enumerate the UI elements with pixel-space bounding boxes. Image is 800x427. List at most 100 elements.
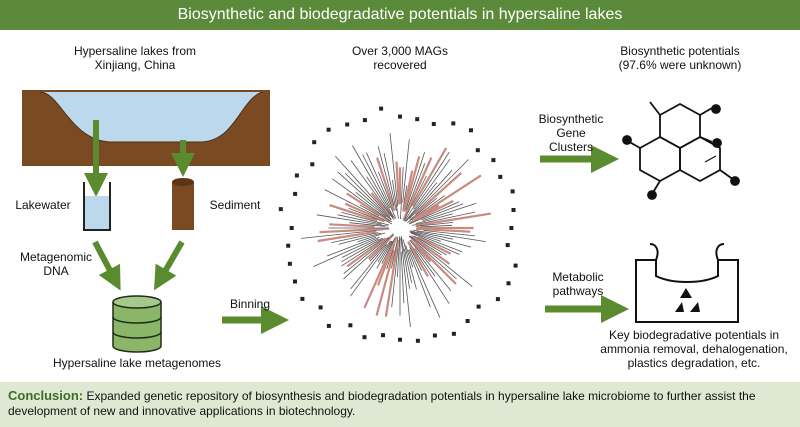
- tree-branch: [404, 151, 450, 222]
- metagenomes-label: Hypersaline lake metagenomes: [52, 356, 222, 370]
- tree-tip-marker: [286, 243, 291, 248]
- tree-branch: [378, 171, 394, 211]
- tree-branch: [402, 185, 408, 211]
- tree-branch: [400, 251, 405, 304]
- tree-tip-marker: [310, 162, 315, 167]
- tree-branch: [404, 248, 412, 283]
- tree-tip-marker: [289, 226, 294, 230]
- tree-branch: [332, 178, 392, 223]
- tree-branch: [357, 232, 386, 243]
- tree-tip-marker: [294, 173, 299, 178]
- tree-branch: [343, 236, 389, 274]
- tree-branch: [383, 153, 397, 211]
- biodegradative-label: Key biodegradative potentials in ammonia…: [590, 328, 798, 370]
- tree-tip-marker: [398, 114, 402, 119]
- tree-branch: [415, 227, 471, 233]
- tree-branch: [415, 213, 454, 225]
- metabolic-line1: Metabolic: [552, 270, 604, 284]
- tree-branch: [402, 239, 417, 290]
- tree-branch: [362, 154, 391, 209]
- metagenomic-line2: DNA: [43, 264, 69, 278]
- tree-branch: [414, 174, 482, 220]
- tree-branch: [350, 240, 391, 297]
- tree-branch: [317, 230, 377, 243]
- tree-branch: [316, 214, 389, 227]
- tree-branch: [337, 171, 392, 221]
- tree-tip-marker: [362, 118, 367, 123]
- tree-branch: [405, 244, 414, 268]
- tree-branch: [405, 152, 425, 211]
- tree-tip-marker: [476, 304, 481, 309]
- tree-branch: [384, 239, 400, 317]
- biosynthetic-title: Biosynthetic potentials (97.6% were unkn…: [580, 44, 780, 72]
- tree-branch: [348, 207, 385, 223]
- biosynthetic-title-line1: Biosynthetic potentials: [620, 44, 740, 58]
- tree-tip-marker: [513, 263, 518, 268]
- tree-branch: [341, 237, 383, 263]
- tree-tip-marker: [379, 106, 384, 111]
- tree-tip-marker: [451, 121, 456, 126]
- sample-arrows: [84, 120, 195, 197]
- conclusion-panel: Conclusion: Expanded genetic repository …: [0, 382, 800, 427]
- tree-branch: [421, 203, 464, 221]
- lakewater-label: Lakewater: [15, 198, 71, 212]
- tree-branch: [423, 230, 476, 237]
- tree-tip-marker: [318, 305, 323, 310]
- tree-branch: [366, 176, 394, 218]
- tree-tip-marker: [431, 122, 436, 126]
- tree-branch: [335, 155, 391, 218]
- tree-tip-marker: [491, 158, 496, 163]
- tree-branch: [343, 233, 394, 280]
- header-title: Biosynthetic and biodegradative potentia…: [177, 6, 623, 23]
- tree-branch: [405, 169, 453, 222]
- tree-branch: [329, 223, 375, 228]
- tree-branch: [352, 145, 395, 219]
- recycle-icon: [675, 288, 700, 312]
- tree-branch: [400, 237, 411, 327]
- tree-branch: [400, 235, 410, 289]
- tree-branch: [414, 248, 436, 277]
- tree-branch: [395, 161, 400, 205]
- conclusion-text: Expanded genetic repository of biosynthe…: [8, 389, 756, 418]
- tree-tip-marker: [312, 140, 317, 145]
- tree-branch: [363, 239, 396, 309]
- tree-branch: [375, 249, 396, 316]
- tree-branch: [376, 240, 393, 269]
- tree-branch: [376, 157, 396, 212]
- tree-tip-marker: [415, 338, 420, 343]
- conclusion-lead: Conclusion:: [8, 388, 84, 403]
- plastic-bag-icon: [635, 243, 739, 323]
- tree-branch: [409, 239, 452, 292]
- metagenome-database-icon: [112, 295, 162, 353]
- tree-tip-marker: [348, 323, 353, 328]
- tree-tip-marker: [505, 243, 510, 248]
- tree-branch: [397, 236, 400, 278]
- tree-branch: [409, 231, 463, 253]
- tree-branch: [329, 204, 378, 222]
- tree-tip-marker: [475, 148, 480, 153]
- tree-branch: [344, 202, 385, 223]
- tree-branch: [409, 197, 438, 221]
- tree-branch: [403, 156, 421, 212]
- tree-tip-marker: [451, 331, 456, 336]
- tree-tip-marker: [469, 128, 473, 133]
- tree-branch: [404, 182, 438, 222]
- tree-branch: [415, 222, 454, 227]
- tree-branch: [422, 202, 477, 221]
- tree-tip-marker: [293, 191, 298, 196]
- tree-branch: [400, 166, 404, 220]
- tree-branch: [391, 237, 399, 269]
- degr-line2: ammonia removal, dehalogenation,: [600, 342, 788, 356]
- sediment-label: Sediment: [209, 198, 261, 212]
- tree-branch: [381, 237, 396, 264]
- tree-tip-marker: [326, 127, 331, 132]
- tree-branch: [415, 212, 491, 227]
- tree-branch: [326, 236, 377, 257]
- degr-line3: plastics degradation, etc.: [627, 356, 761, 370]
- tree-branch: [408, 235, 457, 280]
- tree-branch: [377, 240, 392, 263]
- tree-branch: [414, 242, 457, 285]
- tree-tip-marker: [495, 297, 500, 302]
- lake-source-title-line2: Xinjiang, China: [94, 58, 176, 72]
- sediment-core-icon: [172, 178, 194, 230]
